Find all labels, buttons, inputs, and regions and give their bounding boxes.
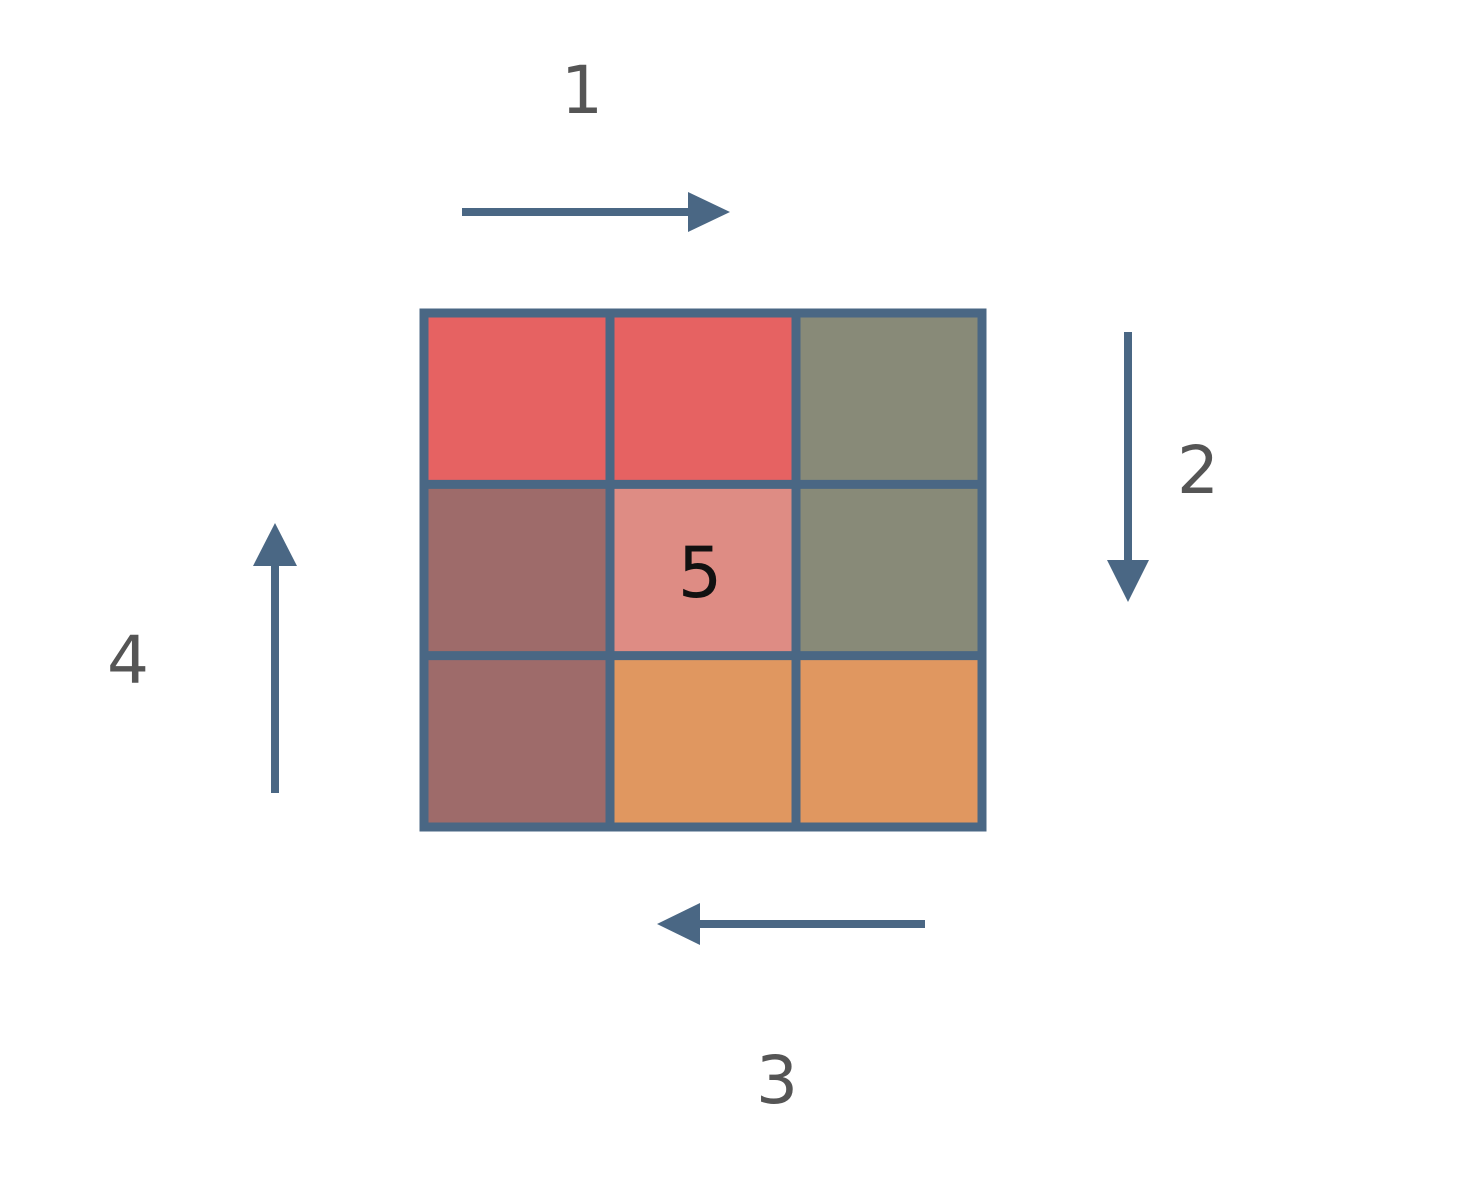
center-cell-label: 5 [678,532,723,614]
grid-cell-r3-c2 [610,655,796,827]
step-4-arrow-up-icon [253,523,297,793]
grid-lines [419,308,987,832]
grid-cells [424,313,982,827]
step-1-arrow-right-icon [462,192,730,232]
grid-cell-r3-c3 [796,655,982,827]
grid-cell-r2-c1 [424,484,610,656]
step-1-label: 1 [561,52,603,129]
grid-cell-r1-c3 [796,313,982,485]
step-3-label: 3 [756,1042,798,1119]
step-2-arrow-down-icon [1107,332,1149,602]
step-3-arrow-left-icon [657,903,925,945]
grid-cell-r1-c1 [424,313,610,485]
grid-cell-r3-c1 [424,655,610,827]
grid-cell-r1-c2 [610,313,796,485]
step-4-label: 4 [107,622,149,699]
step-2-label: 2 [1177,432,1219,509]
grid-cell-r2-c3 [796,484,982,656]
grid-cell-r2-c2 [610,484,796,656]
